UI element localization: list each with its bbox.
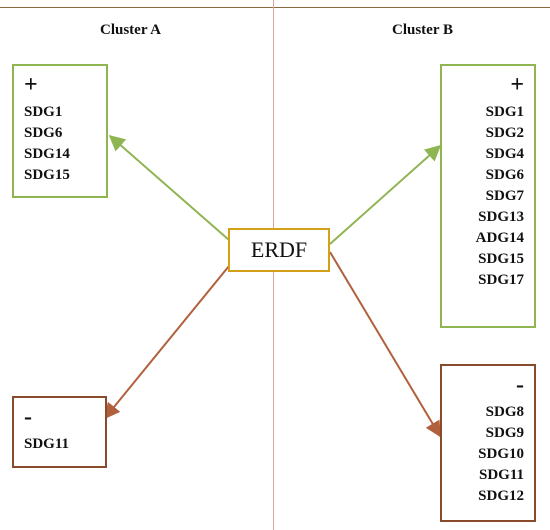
cluster-a-negative-box: - SDG11 (12, 396, 107, 468)
erdf-center-node: ERDF (228, 228, 330, 272)
sdg-item: SDG15 (478, 251, 524, 267)
cluster-a-negative-list: SDG11 (24, 434, 95, 455)
cluster-b-title: Cluster B (392, 22, 453, 38)
cluster-b-positive-box: + SDG1 SDG2 SDG4 SDG6 SDG7 SDG13 ADG14 S… (440, 64, 536, 328)
negative-sign: - (516, 372, 524, 398)
cluster-b-negative-list: SDG8 SDG9 SDG10 SDG11 SDG12 (452, 402, 524, 507)
sdg-item: SDG1 (485, 104, 524, 120)
cluster-a-title: Cluster A (100, 22, 161, 38)
cluster-b-negative-box: - SDG8 SDG9 SDG10 SDG11 SDG12 (440, 364, 536, 522)
arrow-erdf-to-cluster-b-positive (329, 144, 442, 245)
sdg-item: SDG6 (485, 167, 524, 183)
arrow-erdf-to-cluster-a-negative (103, 265, 230, 420)
sdg-item: SDG15 (24, 167, 70, 183)
sdg-item: SDG13 (478, 209, 524, 225)
arrow-erdf-to-cluster-a-positive (108, 134, 230, 241)
sdg-item: SDG8 (485, 404, 524, 420)
sdg-item: SDG1 (24, 104, 63, 120)
arrow-erdf-to-cluster-b-negative (329, 251, 441, 438)
negative-sign: - (24, 404, 32, 430)
cluster-a-positive-box: + SDG1 SDG6 SDG14 SDG15 (12, 64, 108, 198)
sdg-item: SDG2 (485, 125, 524, 141)
sdg-item: SDG7 (485, 188, 524, 204)
cluster-a-positive-list: SDG1 SDG6 SDG14 SDG15 (24, 102, 96, 186)
sdg-item: SDG4 (485, 146, 524, 162)
sdg-item: ADG14 (475, 230, 524, 246)
sdg-item: SDG6 (24, 125, 63, 141)
sdg-item: SDG17 (478, 272, 524, 288)
cluster-b-positive-list: SDG1 SDG2 SDG4 SDG6 SDG7 SDG13 ADG14 SDG… (452, 102, 524, 291)
sdg-item: SDG14 (24, 146, 70, 162)
top-border-line (0, 7, 550, 8)
sdg-item: SDG10 (478, 446, 524, 462)
positive-sign: + (510, 72, 524, 98)
sdg-item: SDG9 (485, 425, 524, 441)
sdg-item: SDG12 (478, 488, 524, 504)
sdg-item: SDG11 (24, 436, 70, 452)
sdg-item: SDG11 (478, 467, 524, 483)
positive-sign: + (24, 72, 38, 98)
